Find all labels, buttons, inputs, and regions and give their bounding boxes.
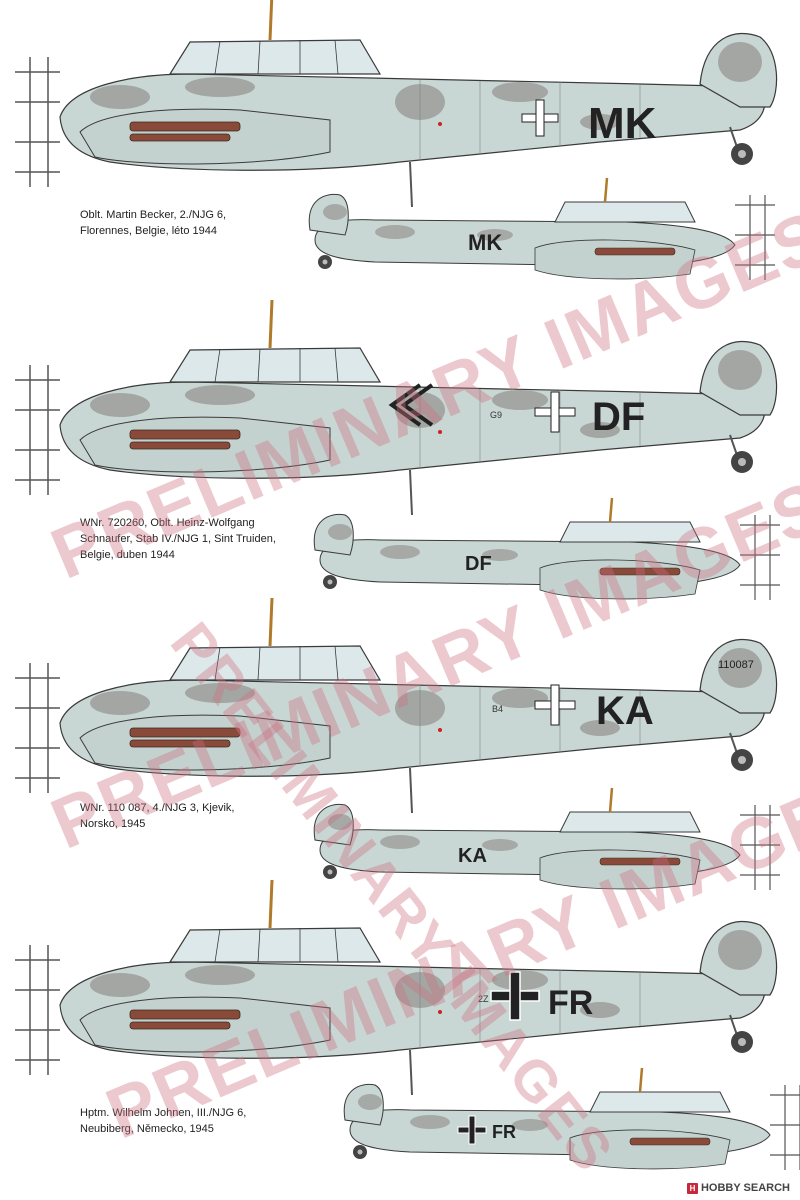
profile-4-small-view xyxy=(342,1066,800,1172)
profile-4-side-view xyxy=(13,878,779,1097)
profile-3-side-view xyxy=(13,596,779,815)
profile-2-small-view xyxy=(312,496,782,602)
profile-4-caption: Hptm. Wilhelm Johnen, III./NJG 6, Neubib… xyxy=(80,1105,246,1137)
profile-3-numeral: B4 xyxy=(492,704,503,714)
profile-1-code: MK xyxy=(588,99,657,148)
caption-line: Norsko, 1945 xyxy=(80,818,146,830)
caption-line: Oblt. Martin Becker, 2./NJG 6, xyxy=(80,209,227,221)
caption-line: Neubiberg, Německo, 1945 xyxy=(80,1123,214,1135)
profile-4-small-cross-icon xyxy=(457,1115,487,1145)
caption-line: Schnaufer, Stab IV./NJG 1, Sint Truiden, xyxy=(80,533,276,545)
brand-text: HOBBY SEARCH xyxy=(700,1182,790,1194)
profile-2-numeral: G9 xyxy=(490,410,502,420)
brand-logo: H HOBBY SEARCH xyxy=(686,1182,790,1194)
profile-3-caption: WNr. 110 087, 4./NJG 3, Kjevik, Norsko, … xyxy=(80,800,234,832)
caption-line: Belgie, duben 1944 xyxy=(80,549,175,561)
profile-3-small-view xyxy=(312,786,782,892)
profile-2-code: DF xyxy=(592,395,645,439)
hobby-search-icon: H xyxy=(686,1182,698,1194)
profile-3-code: KA xyxy=(596,689,654,733)
profile-2-cross-icon xyxy=(534,391,576,433)
profile-2-caption: WNr. 720260, Oblt. Heinz-Wolfgang Schnau… xyxy=(80,515,276,563)
caption-line: Florennes, Belgie, léto 1944 xyxy=(80,225,217,237)
profile-4-code-small: FR xyxy=(492,1122,516,1142)
profile-3-cross-icon xyxy=(534,684,576,726)
profile-1-code-small: MK xyxy=(468,230,502,255)
profile-4-numeral: 2Z xyxy=(478,994,489,1004)
profile-3-werknummer: 110087 xyxy=(718,659,754,671)
profile-1-cross-icon xyxy=(521,99,559,137)
caption-line: WNr. 110 087, 4./NJG 3, Kjevik, xyxy=(80,802,235,814)
profile-4-cross-icon xyxy=(490,971,540,1021)
profile-2-chevron-icon xyxy=(388,383,434,427)
caption-line: Hptm. Wilhelm Johnen, III./NJG 6, xyxy=(80,1107,247,1119)
profile-1-side-view xyxy=(13,0,779,209)
caption-line: WNr. 720260, Oblt. Heinz-Wolfgang xyxy=(80,517,255,529)
profile-2-code-small: DF xyxy=(465,553,492,575)
profile-1-small-view xyxy=(307,176,777,282)
profile-3-code-small: KA xyxy=(458,845,487,867)
profile-4-code: FR xyxy=(548,984,593,1022)
profile-1-caption: Oblt. Martin Becker, 2./NJG 6, Florennes… xyxy=(80,207,226,239)
